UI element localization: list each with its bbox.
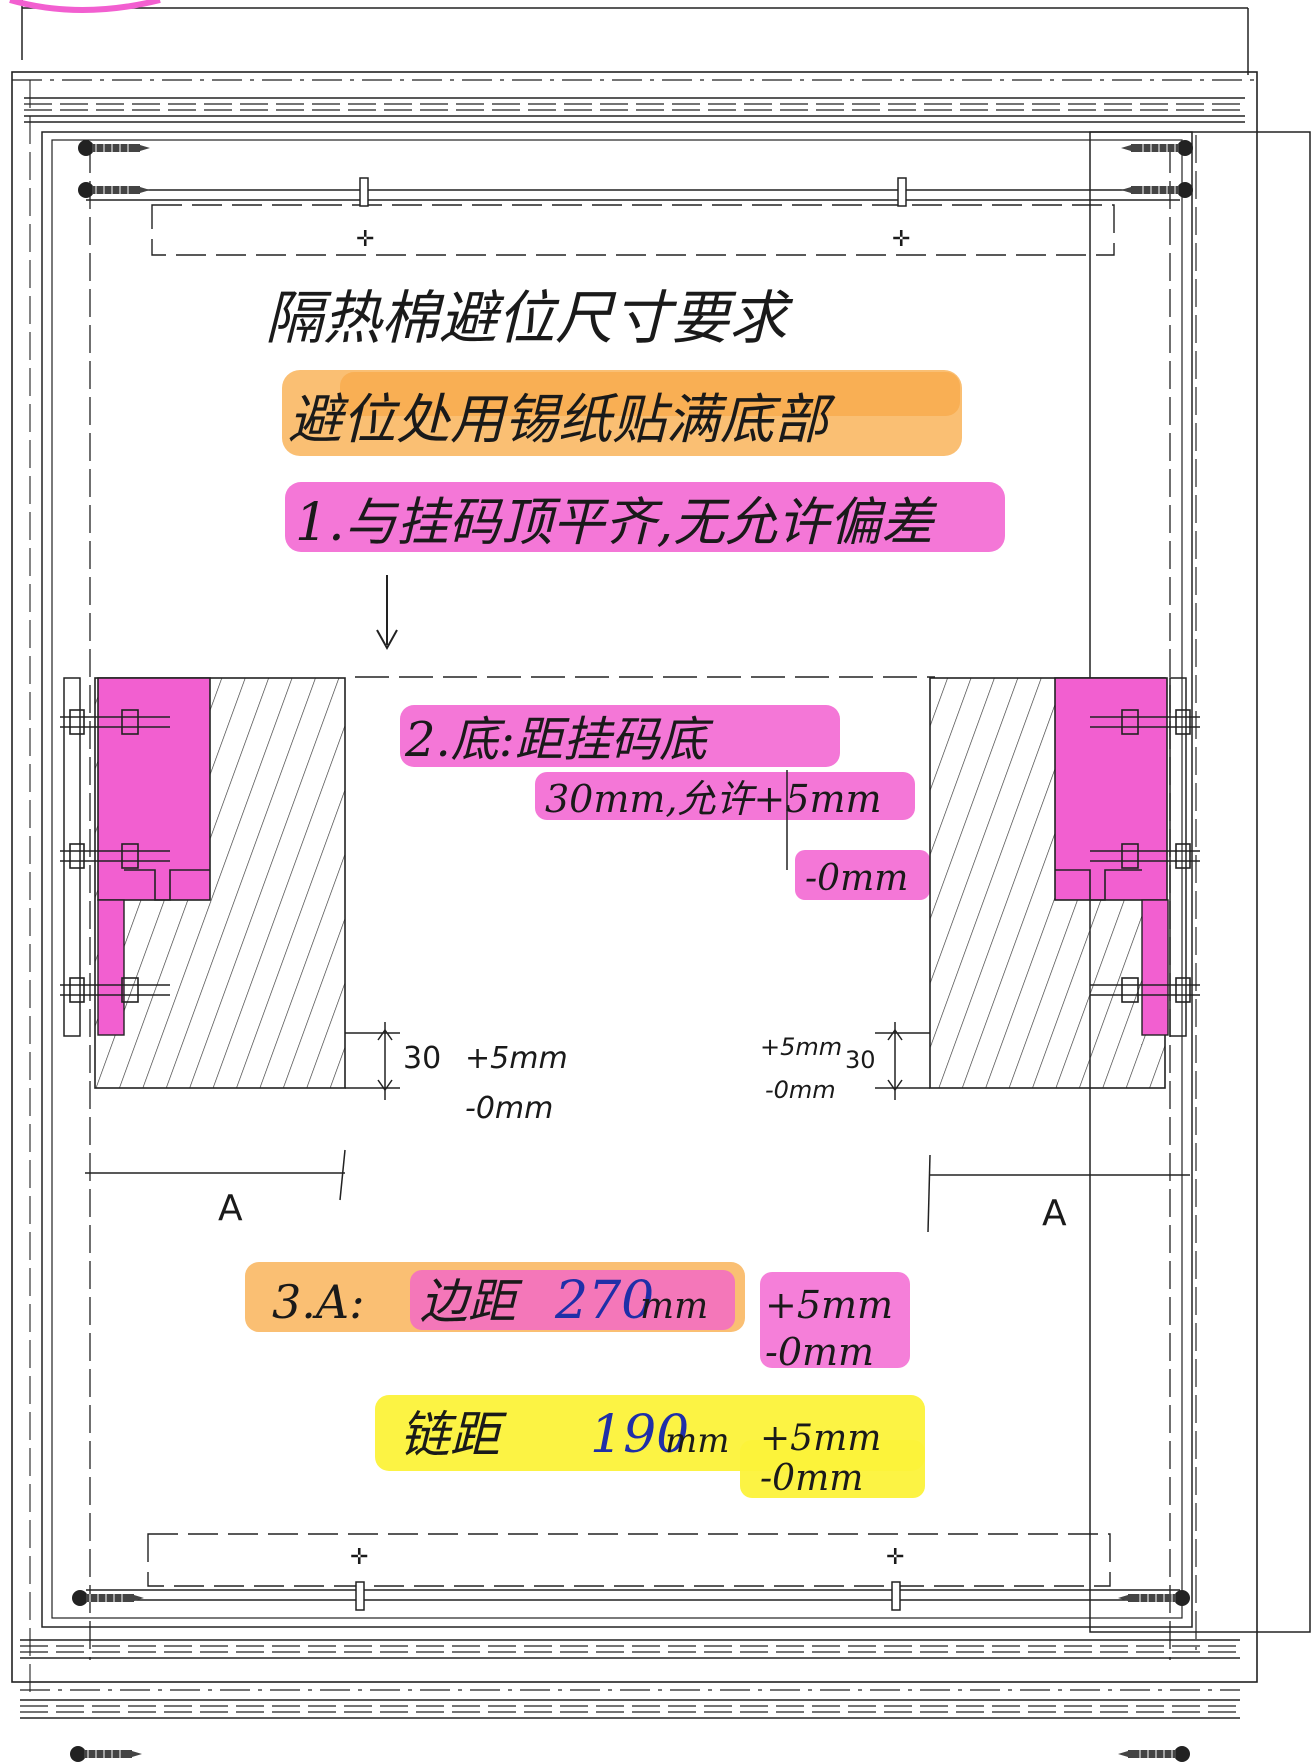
note-3-tol-plus: +5mm	[765, 1283, 893, 1327]
screw-icon	[1120, 139, 1194, 157]
note-top: 避位处用锡纸贴满底部	[288, 388, 836, 451]
note-3-label: 边距	[420, 1274, 523, 1330]
right-dim-minus: -0mm	[765, 1076, 836, 1104]
note-3-tol-minus: -0mm	[765, 1330, 874, 1374]
top-bracket: ✛ ✛	[86, 177, 1180, 256]
note-4-unit: mm	[665, 1421, 729, 1461]
screw-icon	[77, 139, 151, 157]
right-dim-value: 30	[845, 1046, 876, 1074]
svg-text:✛: ✛	[892, 227, 910, 252]
right-dimension	[875, 1022, 930, 1100]
svg-text:✛: ✛	[356, 227, 374, 252]
svg-text:✛: ✛	[886, 1545, 904, 1570]
outer-frame	[11, 71, 1258, 1683]
screw-icon	[1120, 181, 1194, 199]
screw-icon	[1117, 1745, 1191, 1763]
note-2-line1: 2.底:距挂码底	[404, 712, 714, 768]
screw-icon	[69, 1745, 143, 1763]
screw-icon	[71, 1589, 145, 1607]
note-3-unit: mm	[640, 1286, 708, 1327]
a-label-right: A	[1042, 1193, 1067, 1234]
highlight-pink-note2	[400, 705, 840, 767]
left-insulation-block	[63, 677, 346, 1089]
screw-icon	[77, 181, 151, 199]
right-dim-plus: +5mm	[760, 1033, 842, 1061]
note-2-line2: 30mm,允许+5mm	[545, 777, 882, 821]
note-1: 1.与挂码顶平齐,无允许偏差	[295, 493, 938, 553]
note-title: 隔热棉避位尺寸要求	[265, 284, 794, 352]
note-4-label: 链距	[400, 1406, 507, 1464]
note-2-line3: -0mm	[805, 858, 908, 899]
left-dim-value: 30	[403, 1041, 441, 1076]
inner-frame	[41, 131, 1193, 1628]
a-label-left: A	[218, 1188, 243, 1229]
highlight-pink-note1	[285, 482, 1005, 552]
a-dimension-left	[85, 1149, 346, 1201]
right-insulation-block	[929, 677, 1187, 1089]
note-3-value: 270	[554, 1271, 654, 1331]
arrow-down-icon	[376, 575, 398, 651]
screw-icon	[1117, 1589, 1191, 1607]
top-rail	[24, 97, 1245, 123]
a-dimension-right	[927, 1154, 1190, 1233]
left-dim-minus: -0mm	[465, 1091, 553, 1126]
bottom-rail	[20, 1639, 1240, 1719]
bottom-bracket: ✛ ✛	[86, 1533, 1180, 1611]
left-dim-plus: +5mm	[465, 1041, 568, 1076]
pink-mark	[9, 0, 161, 13]
svg-text:✛: ✛	[350, 1545, 368, 1570]
note-4-value: 190	[590, 1405, 689, 1465]
left-dimension	[345, 1022, 400, 1100]
note-4-tol-minus: -0mm	[760, 1458, 863, 1499]
note-4-tol-plus: +5mm	[760, 1418, 881, 1459]
note-3-prefix: 3.A:	[272, 1275, 365, 1329]
